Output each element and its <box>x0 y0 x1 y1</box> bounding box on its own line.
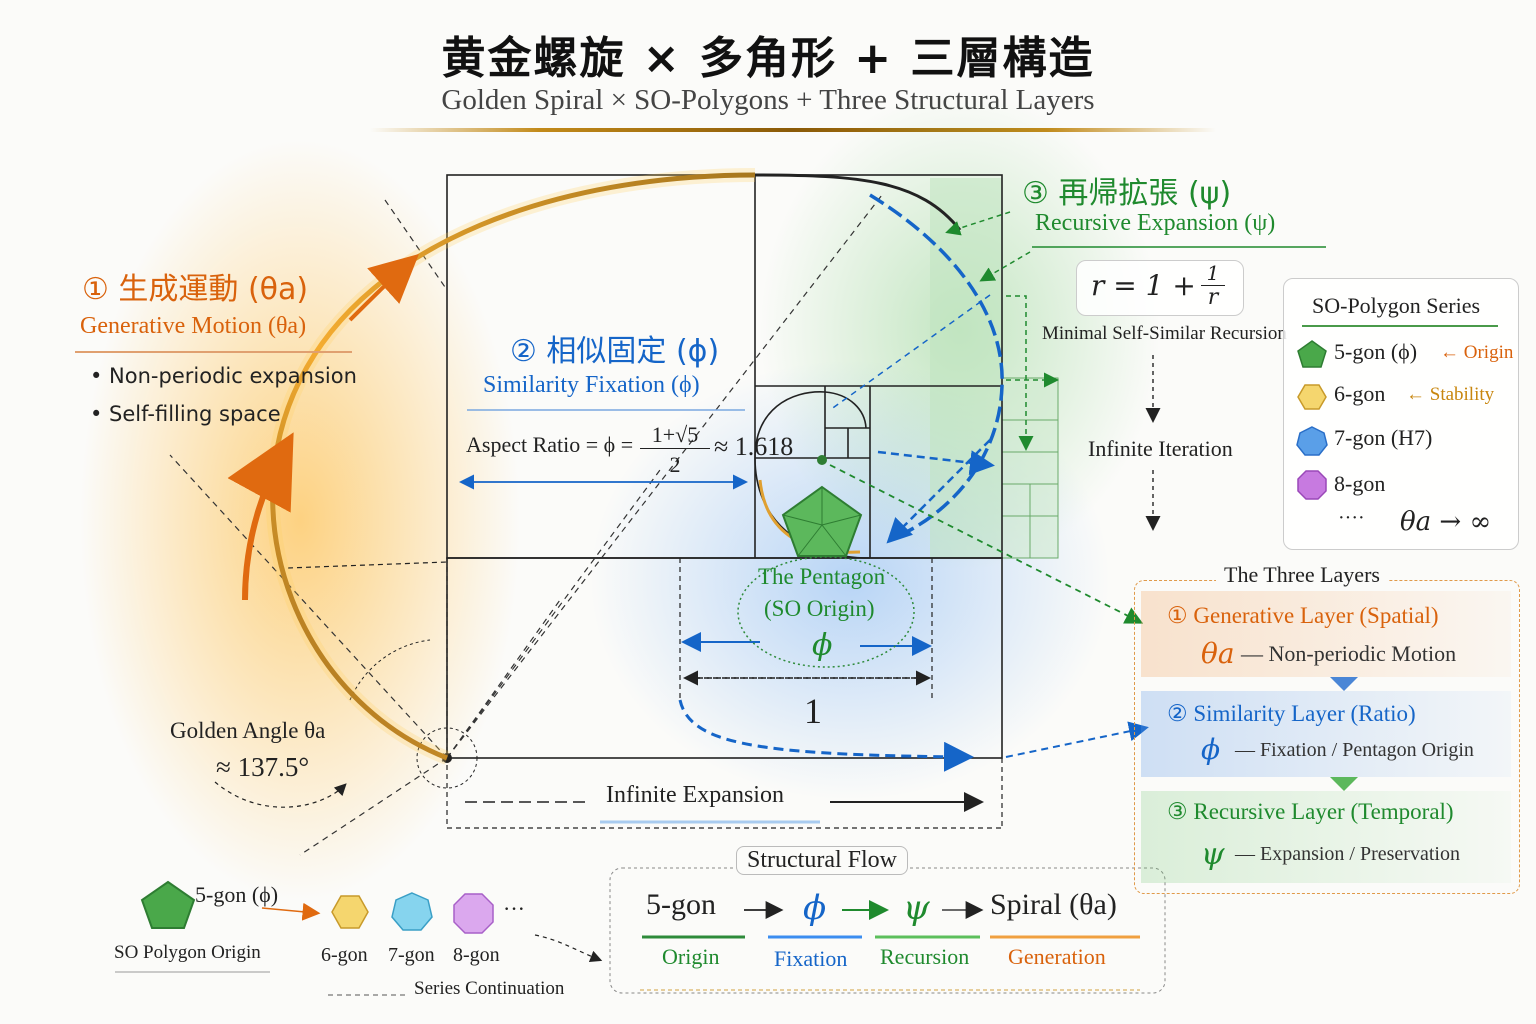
similarity-layer-band <box>1141 691 1511 777</box>
similarity-layer-symbol: ϕ <box>1201 733 1221 766</box>
flow-step-phi: ϕ <box>803 888 827 928</box>
formula-num: 1 <box>1201 261 1225 286</box>
recursive-layer-band <box>1141 791 1511 883</box>
similarity-layer-desc: — Fixation / Pentagon Origin <box>1235 739 1474 761</box>
heptagon-icon <box>1296 426 1328 456</box>
generative-motion-jp: ① 生成運動 (θa) <box>82 272 309 307</box>
so-polygon-series-panel: SO-Polygon Series 5-gon (ϕ) ← Origin 6-g… <box>1283 278 1519 550</box>
aspect-fraction-den: 2 <box>669 452 681 477</box>
infinite-iteration-label: Infinite Iteration <box>1088 436 1233 461</box>
recursive-layer-name: ③ Recursive Layer (Temporal) <box>1167 799 1454 824</box>
generative-layer-desc: — Non-periodic Motion <box>1241 641 1457 666</box>
structural-flow-title: Structural Flow <box>736 846 908 875</box>
series-item-6gon: 6-gon <box>1334 381 1386 406</box>
similarity-layer-name: ② Similarity Layer (Ratio) <box>1167 701 1416 726</box>
bullet-non-periodic: • Non-periodic expansion <box>90 364 357 388</box>
three-layers-title: The Three Layers <box>1216 562 1388 588</box>
aspect-ratio-label: Aspect Ratio = ϕ = <box>466 432 634 457</box>
flow-step-5gon: 5-gon <box>646 888 716 921</box>
formula-lhs: r = 1 + <box>1091 269 1196 302</box>
flow-caption-generation: Generation <box>1008 944 1106 969</box>
pentagon-label-line1: The Pentagon <box>758 564 886 589</box>
layer-arrow-2 <box>1330 777 1358 791</box>
formula-den: r <box>1207 285 1219 310</box>
generative-layer-band <box>1141 591 1511 677</box>
generative-layer-name: ① Generative Layer (Spatial) <box>1167 603 1439 628</box>
series-limit: θa → ∞ <box>1400 507 1492 537</box>
recursion-formula-box: r = 1 + 1 r <box>1076 260 1244 316</box>
series-icons <box>1296 340 1328 500</box>
bullet-self-filling: • Self-filling space <box>90 402 281 426</box>
hexagon-icon <box>1297 384 1327 410</box>
pentagon-label-line2: (SO Origin) <box>764 596 875 621</box>
pentagon-icon <box>1297 340 1327 368</box>
golden-angle-value: ≈ 137.5° <box>216 752 310 782</box>
origin-polygon-label: 5-gon (ϕ) <box>195 882 279 907</box>
series-note-origin: ← Origin <box>1440 342 1514 363</box>
series-title-rule <box>1302 325 1498 327</box>
page-title: 黄金螺旋 × 多角形 + 三層構造 <box>441 33 1095 84</box>
flow-step-spiral: Spiral (θa) <box>990 888 1117 921</box>
series-panel-title: SO-Polygon Series <box>1312 293 1481 318</box>
flow-caption-fixation: Fixation <box>774 946 848 971</box>
recursive-layer-desc: — Expansion / Preservation <box>1235 843 1460 865</box>
phi-symbol: ϕ <box>812 628 833 663</box>
similarity-fixation-en: Similarity Fixation (ϕ) <box>483 372 700 398</box>
series-item-7gon: 7-gon (H7) <box>1334 425 1433 450</box>
generative-motion-en: Generative Motion (θa) <box>80 313 307 339</box>
flow-caption-recursion: Recursion <box>880 944 970 969</box>
three-layers-panel: ① Generative Layer (Spatial) θa — Non-pe… <box>1134 580 1520 894</box>
flow-step-psi: ψ <box>903 888 930 928</box>
origin-polygon-caption: SO Polygon Origin <box>114 942 261 963</box>
bottom-6gon-label: 6-gon <box>321 944 368 966</box>
recursive-layer-symbol: ψ <box>1201 837 1225 872</box>
recursive-expansion-en: Recursive Expansion (ψ) <box>1035 210 1276 236</box>
generative-layer-symbol: θa <box>1201 637 1235 670</box>
aspect-fraction-num: 1+√5 <box>640 422 710 449</box>
golden-angle-label: Golden Angle θa <box>170 718 326 743</box>
infinite-expansion-label: Infinite Expansion <box>606 782 784 808</box>
flow-caption-origin: Origin <box>662 944 720 969</box>
series-item-8gon: 8-gon <box>1334 471 1386 496</box>
bottom-series-ellipsis: ··· <box>503 896 525 921</box>
series-item-5gon: 5-gon (ϕ) <box>1334 339 1418 364</box>
series-note-stability: ← Stability <box>1406 384 1495 405</box>
title-divider <box>370 128 1216 132</box>
series-ellipsis: ···· <box>1338 507 1365 529</box>
series-continuation-label: Series Continuation <box>414 978 565 999</box>
layer-arrow-1 <box>1330 677 1358 691</box>
unit-length-label: 1 <box>804 691 822 731</box>
bottom-7gon-label: 7-gon <box>388 944 435 966</box>
aspect-ratio-value: ≈ 1.618 <box>714 432 794 461</box>
octagon-icon <box>1297 470 1327 500</box>
minimal-recursion-caption: Minimal Self-Similar Recursion <box>1042 323 1287 344</box>
recursive-expansion-jp: ③ 再帰拡張 (ψ) <box>1022 176 1232 211</box>
bottom-8gon-label: 8-gon <box>453 944 500 966</box>
similarity-fixation-jp: ② 相似固定 (ϕ) <box>510 334 720 369</box>
